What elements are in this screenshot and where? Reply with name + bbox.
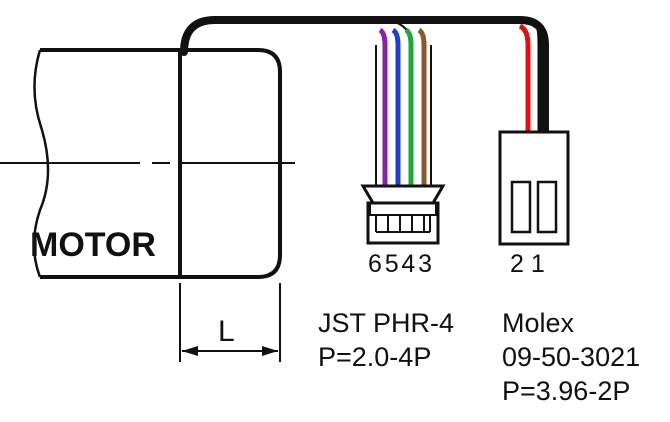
molex-wires xyxy=(518,23,543,132)
jst-wire-3 xyxy=(417,27,427,186)
jst-name: JST PHR-4 xyxy=(318,308,454,338)
jst-connector xyxy=(360,184,446,245)
dimension-l xyxy=(179,283,281,362)
molex-pin-numbers: 2 1 xyxy=(510,250,545,278)
molex-wire-2 xyxy=(518,23,531,132)
jst-pin-numbers: 6543 xyxy=(368,250,432,278)
molex-part-number: 09-50-3021 xyxy=(502,342,640,372)
molex-wire-1 xyxy=(535,24,543,132)
molex-connector xyxy=(498,130,570,246)
jst-wire-4 xyxy=(404,27,414,186)
jst-wire-6 xyxy=(378,27,388,186)
jst-wires xyxy=(375,27,432,186)
jst-pitch: P=2.0-4P xyxy=(318,342,431,372)
molex-name: Molex xyxy=(502,308,575,338)
jst-wire-5 xyxy=(391,27,401,186)
motor-label: MOTOR xyxy=(30,226,156,264)
molex-pitch: P=3.96-2P xyxy=(502,376,630,406)
cable-bundle xyxy=(180,16,549,134)
dimension-label: L xyxy=(218,315,235,348)
